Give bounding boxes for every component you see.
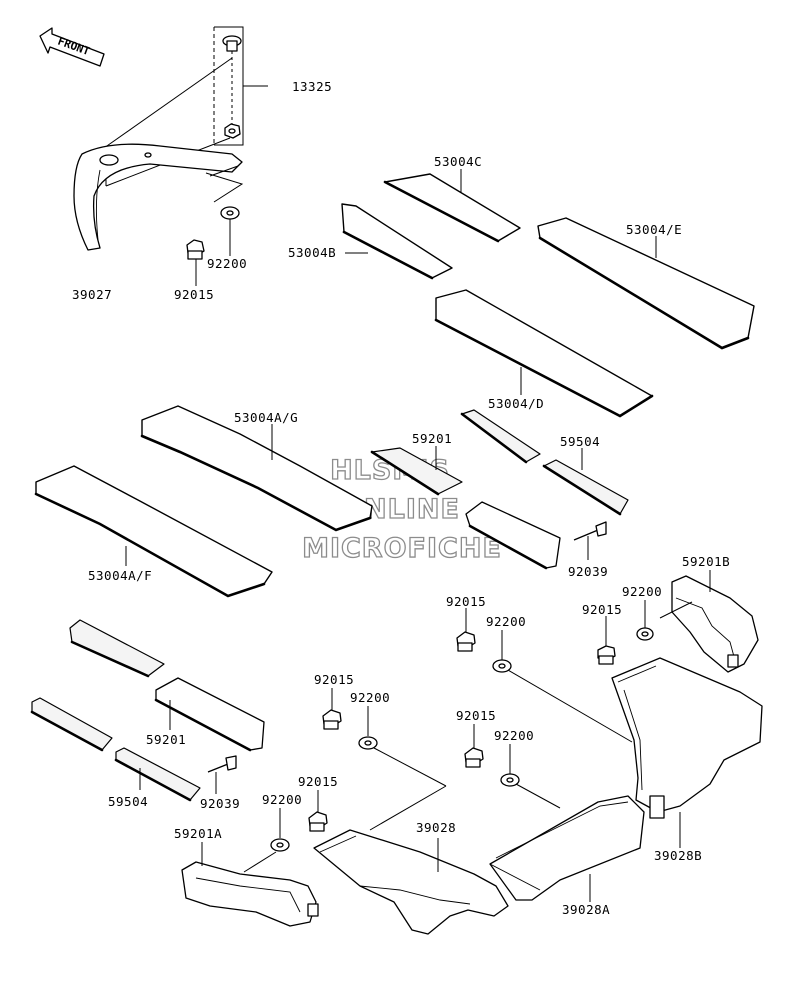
label-92015-l2: 92015 — [298, 774, 338, 789]
washer-92200-top — [220, 206, 240, 256]
side-panel-39028B — [611, 657, 763, 848]
front-direction-arrow: FRONT — [39, 27, 105, 67]
label-92200-c1: 92200 — [486, 614, 526, 629]
label-53004B: 53004B — [288, 245, 336, 260]
label-13325: 13325 — [292, 79, 332, 94]
label-59201-center: 59201 — [412, 431, 452, 446]
label-92200-top: 92200 — [207, 256, 247, 271]
part-labels: 13325 39027 92015 92200 53004C 53004B 53… — [72, 79, 730, 917]
nut-92015-l1 — [322, 688, 342, 730]
label-53004AG: 53004A/G — [234, 410, 298, 425]
nut-92015-c2 — [464, 724, 484, 768]
label-92200-r1: 92200 — [622, 584, 662, 599]
pad-53004E — [537, 217, 755, 350]
label-53004D: 53004/D — [488, 396, 544, 411]
guard-39027 — [73, 143, 244, 251]
label-39028A: 39028A — [562, 902, 610, 917]
cover-59201-center — [370, 446, 561, 570]
pad-53004D — [434, 289, 654, 418]
panel-39028A — [489, 795, 645, 902]
panel-39028 — [313, 829, 509, 935]
channel-59504-left — [30, 697, 201, 802]
label-59201B: 59201B — [682, 554, 730, 569]
pad-53004B — [341, 203, 453, 280]
label-53004C: 53004C — [434, 154, 482, 169]
label-92039-center: 92039 — [568, 564, 608, 579]
label-39028: 39028 — [416, 820, 456, 835]
washer-92200-r1 — [636, 600, 654, 641]
label-92039-left: 92039 — [200, 796, 240, 811]
bolt-nut-set-13325 — [103, 26, 268, 187]
cover-59201-left — [69, 619, 265, 752]
pad-53004AF — [34, 465, 273, 598]
label-39027: 39027 — [72, 287, 112, 302]
label-53004E: 53004/E — [626, 222, 682, 237]
label-92200-l1: 92200 — [350, 690, 390, 705]
label-92200-l2: 92200 — [262, 792, 302, 807]
label-92015-c1: 92015 — [446, 594, 486, 609]
washer-92200-l1 — [358, 706, 447, 831]
label-59504-left: 59504 — [108, 794, 148, 809]
channel-59504-center — [460, 409, 629, 516]
label-59201A: 59201A — [174, 826, 222, 841]
pad-53004C — [383, 169, 521, 243]
label-92015-c2: 92015 — [456, 708, 496, 723]
label-92200-c2: 92200 — [494, 728, 534, 743]
pad-53004AG — [140, 405, 373, 532]
end-cap-59201B — [659, 570, 759, 673]
label-92015-r1: 92015 — [582, 602, 622, 617]
label-59504-center: 59504 — [560, 434, 600, 449]
label-92015-l1: 92015 — [314, 672, 354, 687]
nut-92015-top — [186, 239, 205, 286]
washer-92200-c1 — [492, 630, 633, 743]
end-cap-59201A — [181, 842, 319, 927]
rivet-92039-left — [207, 755, 237, 794]
nut-92015-c1 — [456, 608, 476, 652]
nut-92015-r1 — [597, 616, 616, 665]
label-59201-left: 59201 — [146, 732, 186, 747]
washer-92200-c2 — [500, 744, 561, 809]
washer-92200-l2 — [270, 808, 290, 852]
label-92015-top: 92015 — [174, 287, 214, 302]
label-53004AF: 53004A/F — [88, 568, 152, 583]
label-39028B: 39028B — [654, 848, 702, 863]
rivet-92039-center — [573, 521, 607, 560]
watermark-line-3: MICROFICHE — [302, 533, 502, 564]
nut-92015-l2 — [308, 790, 328, 832]
